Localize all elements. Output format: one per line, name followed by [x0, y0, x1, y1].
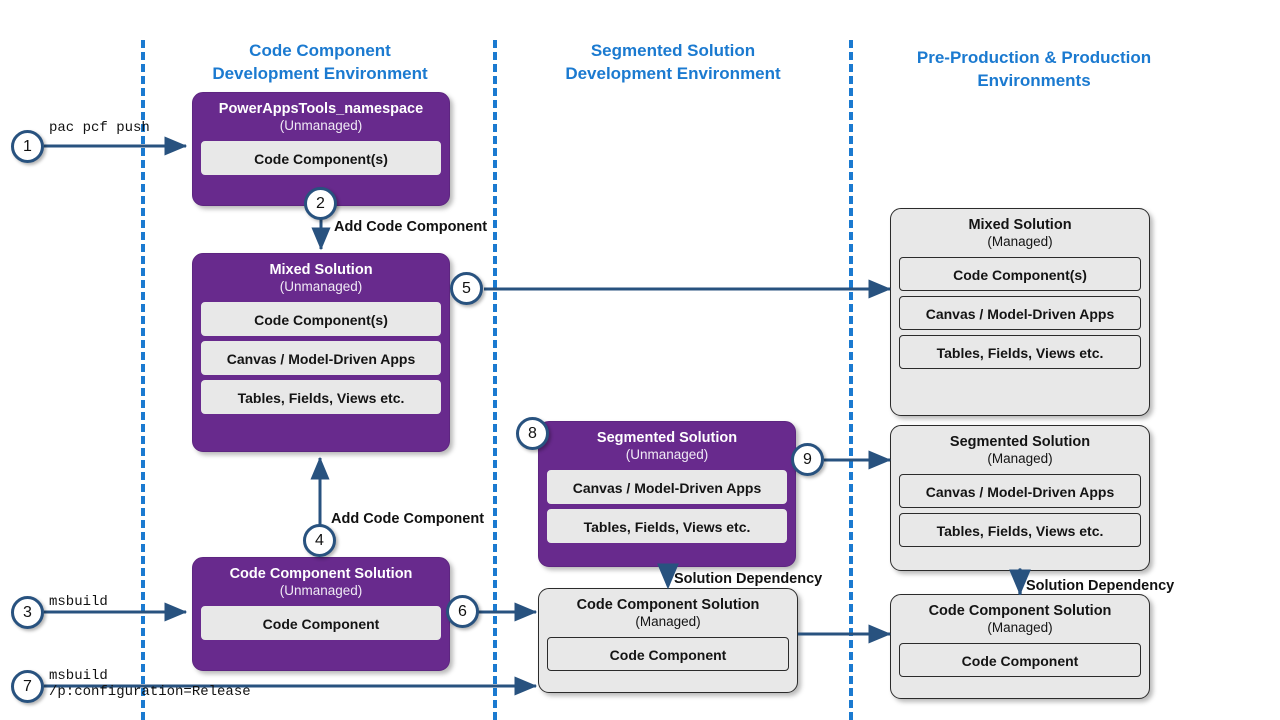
- box-subtitle: (Unmanaged): [625, 447, 709, 462]
- label-solution-dependency-mid: Solution Dependency: [674, 571, 823, 587]
- label-add-code-component-bottom: Add Code Component: [331, 511, 485, 527]
- box-segmented-solution-unmanaged[interactable]: Segmented Solution (Unmanaged) Canvas / …: [538, 421, 796, 567]
- lane-title-line1: Pre-Production & Production: [916, 48, 1152, 67]
- label-msbuild: msbuild: [49, 594, 108, 610]
- box-code-component-solution-unmanaged[interactable]: Code Component Solution (Unmanaged) Code…: [192, 557, 450, 671]
- lane-title-line2: Development Environment: [565, 64, 781, 83]
- step-circle-8[interactable]: 8: [516, 417, 549, 450]
- step-circle-1[interactable]: 1: [11, 130, 44, 163]
- label-add-code-component-top: Add Code Component: [334, 219, 488, 235]
- box-code-component-solution-managed-mid[interactable]: Code Component Solution (Managed) Code C…: [538, 588, 798, 693]
- lane-title-segmented-solution-dev: Segmented Solution Development Environme…: [533, 39, 813, 85]
- lane-title-line2: Development Environment: [212, 64, 428, 83]
- box-title: Code Component Solution (Managed): [891, 595, 1149, 638]
- label-solution-dependency-right: Solution Dependency: [1026, 578, 1175, 594]
- box-title-text: Mixed Solution: [968, 217, 1072, 233]
- box-title-text: Code Component Solution: [229, 566, 413, 582]
- box-title: Segmented Solution (Managed): [891, 426, 1149, 469]
- box-item[interactable]: Code Component(s): [201, 302, 441, 336]
- label-msbuild-release-line1: msbuild: [49, 668, 108, 684]
- box-title: PowerAppsTools_namespace (Unmanaged): [193, 93, 449, 136]
- lane-divider-3: [849, 40, 853, 720]
- box-subtitle: (Managed): [635, 614, 701, 629]
- box-item[interactable]: Tables, Fields, Views etc.: [899, 335, 1141, 369]
- box-mixed-solution-managed[interactable]: Mixed Solution (Managed) Code Component(…: [890, 208, 1150, 416]
- label-msbuild-release-line2: /p:configuration=Release: [49, 684, 251, 700]
- label-pac-pcf-push: pac pcf push: [49, 120, 150, 136]
- box-title-text: Code Component Solution: [576, 597, 760, 613]
- lane-title-line1: Segmented Solution: [590, 41, 756, 60]
- box-title: Mixed Solution (Managed): [891, 209, 1149, 252]
- box-title-text: Segmented Solution: [949, 434, 1091, 450]
- lane-title-preprod-prod: Pre-Production & Production Environments: [884, 46, 1184, 92]
- box-subtitle: (Unmanaged): [279, 583, 363, 598]
- box-code-component-solution-managed-right[interactable]: Code Component Solution (Managed) Code C…: [890, 594, 1150, 699]
- box-item[interactable]: Code Component: [547, 637, 789, 671]
- step-circle-5[interactable]: 5: [450, 272, 483, 305]
- label-msbuild-release: msbuild /p:configuration=Release: [49, 668, 251, 700]
- step-circle-2[interactable]: 2: [304, 187, 337, 220]
- step-circle-6[interactable]: 6: [446, 595, 479, 628]
- step-circle-3[interactable]: 3: [11, 596, 44, 629]
- box-title-text: Code Component Solution: [928, 603, 1112, 619]
- box-subtitle: (Managed): [987, 234, 1053, 249]
- lane-title-line1: Code Component: [249, 41, 391, 60]
- step-circle-9[interactable]: 9: [791, 443, 824, 476]
- box-subtitle: (Managed): [987, 451, 1053, 466]
- lane-divider-1: [141, 40, 145, 720]
- box-title: Code Component Solution (Unmanaged): [193, 558, 449, 601]
- box-title: Segmented Solution (Unmanaged): [539, 422, 795, 465]
- box-title: Code Component Solution (Managed): [539, 589, 797, 632]
- box-item[interactable]: Code Component(s): [899, 257, 1141, 291]
- step-circle-7[interactable]: 7: [11, 670, 44, 703]
- box-title: Mixed Solution (Unmanaged): [193, 254, 449, 297]
- step-circle-4[interactable]: 4: [303, 524, 336, 557]
- box-title-text: Mixed Solution: [269, 262, 373, 278]
- box-item[interactable]: Canvas / Model-Driven Apps: [899, 296, 1141, 330]
- box-subtitle: (Unmanaged): [279, 279, 363, 294]
- box-item[interactable]: Tables, Fields, Views etc.: [547, 509, 787, 543]
- box-segmented-solution-managed[interactable]: Segmented Solution (Managed) Canvas / Mo…: [890, 425, 1150, 571]
- box-subtitle: (Managed): [987, 620, 1053, 635]
- box-item[interactable]: Code Component(s): [201, 141, 441, 175]
- box-item[interactable]: Code Component: [201, 606, 441, 640]
- lane-title-line2: Environments: [977, 71, 1091, 90]
- box-title-text: Segmented Solution: [596, 430, 738, 446]
- box-title-text: PowerAppsTools_namespace: [218, 101, 424, 117]
- box-mixed-solution-unmanaged[interactable]: Mixed Solution (Unmanaged) Code Componen…: [192, 253, 450, 452]
- box-item[interactable]: Tables, Fields, Views etc.: [201, 380, 441, 414]
- box-item[interactable]: Tables, Fields, Views etc.: [899, 513, 1141, 547]
- box-item[interactable]: Canvas / Model-Driven Apps: [899, 474, 1141, 508]
- lane-divider-2: [493, 40, 497, 720]
- lane-title-code-component-dev: Code Component Development Environment: [180, 39, 460, 85]
- box-subtitle: (Unmanaged): [279, 118, 363, 133]
- box-item[interactable]: Canvas / Model-Driven Apps: [547, 470, 787, 504]
- box-item[interactable]: Code Component: [899, 643, 1141, 677]
- box-item[interactable]: Canvas / Model-Driven Apps: [201, 341, 441, 375]
